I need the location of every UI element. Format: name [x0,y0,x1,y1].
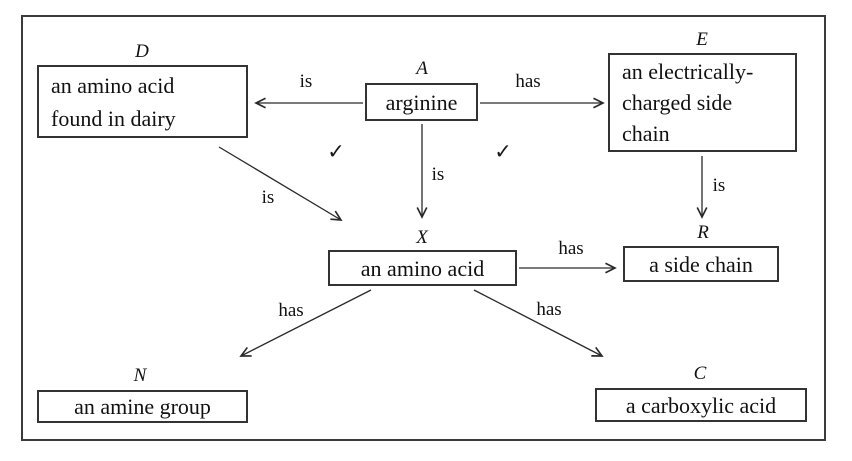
node-dairy-line1: an amino acid [51,72,175,98]
node-carboxylic-box: a carboxylic acid [595,388,807,422]
node-amine-label: an amine group [74,394,211,419]
edge-label-x-carboxylic: has [534,299,564,320]
checkmark-right-icon: ✓ [494,139,512,164]
node-echain-line2: charged side [622,90,733,115]
edge-label-x-amine: has [276,300,306,321]
node-dairy-line2: found in dairy [51,105,176,131]
edge-label-echain-r: is [710,175,728,196]
node-carboxylic-tag: C [693,363,707,384]
node-x-box: an amino acid [328,250,517,286]
diagram-border [21,15,826,441]
edge-label-arginine-echain: has [513,71,543,92]
node-sidechain-tag: R [697,222,709,243]
node-arginine-box: arginine [365,83,478,121]
node-arginine-label: arginine [385,89,458,115]
edge-label-x-sidechain: has [556,238,586,259]
node-amine-box: an amine group [37,390,248,423]
node-amine-tag: N [133,365,147,386]
node-carboxylic-label: a carboxylic acid [625,392,777,418]
edge-label-dairy-x: is [259,187,277,208]
node-dairy-box: an amino acid found in dairy [37,65,248,138]
checkmark-left-icon: ✓ [327,139,345,164]
node-echain-line3: chain [622,121,670,146]
node-x-tag: X [416,227,428,248]
node-dairy-tag: D [135,41,149,62]
node-echain-tag: E [696,29,708,50]
node-sidechain-label: a side chain [649,251,753,277]
node-sidechain-box: a side chain [623,246,779,282]
edge-label-arginine-dairy: is [297,71,315,92]
edge-label-arginine-x: is [429,164,447,185]
node-arginine-tag: A [416,58,428,79]
node-echain-line1: an electrically- [622,59,754,84]
node-x-label: an amino acid [360,255,485,281]
node-echain-box: an electrically- charged side chain [608,53,797,152]
